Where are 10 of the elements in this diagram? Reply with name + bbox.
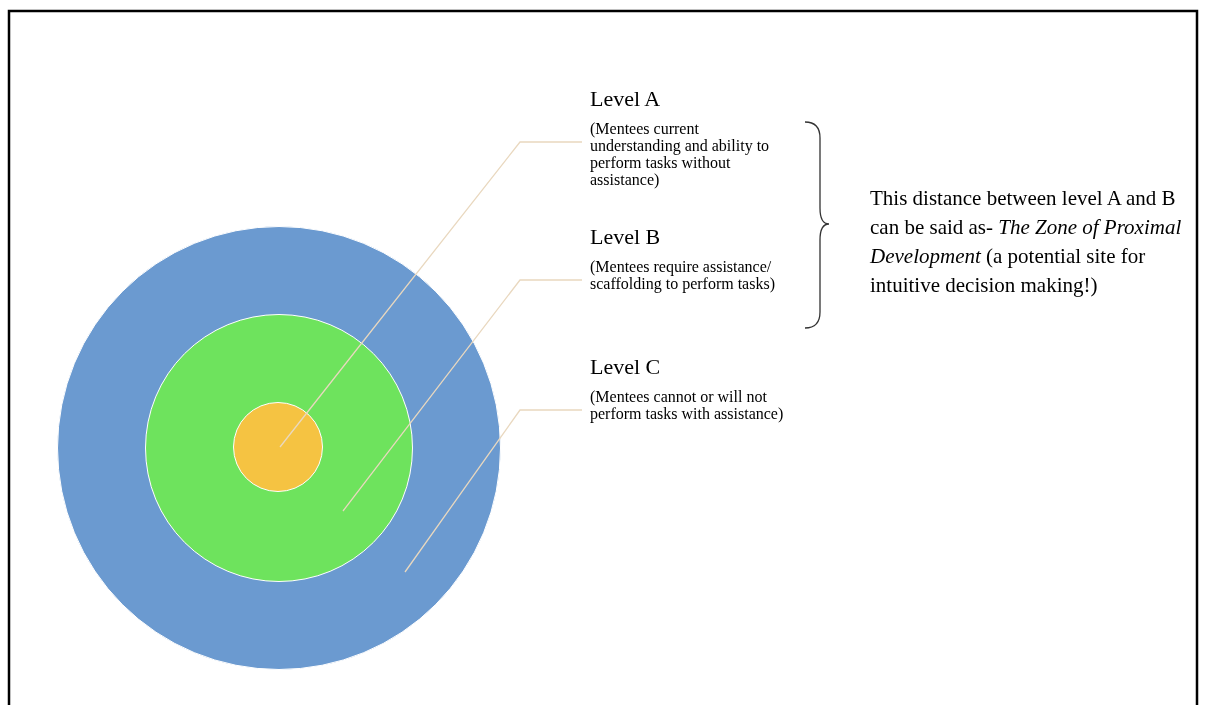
level-description: (Mentees cannot or will not perform tasks with assistance)	[590, 388, 785, 422]
level-heading: Level B	[590, 224, 662, 250]
level-description: (Mentees require assistance/ scaffolding to perform tasks)	[590, 258, 776, 292]
leader-line	[404, 409, 583, 573]
zone-note: This distance between level A and B can be said as- The Zone of Proximal Development (a potential site for intuitive decision making!)	[870, 185, 1183, 299]
level-heading: Level A	[590, 86, 662, 112]
level-heading: Level C	[590, 354, 662, 380]
level-description: (Mentees current understanding and ability to perform tasks without assistance)	[590, 120, 771, 188]
leader-line	[342, 279, 583, 512]
leader-line	[279, 141, 583, 448]
